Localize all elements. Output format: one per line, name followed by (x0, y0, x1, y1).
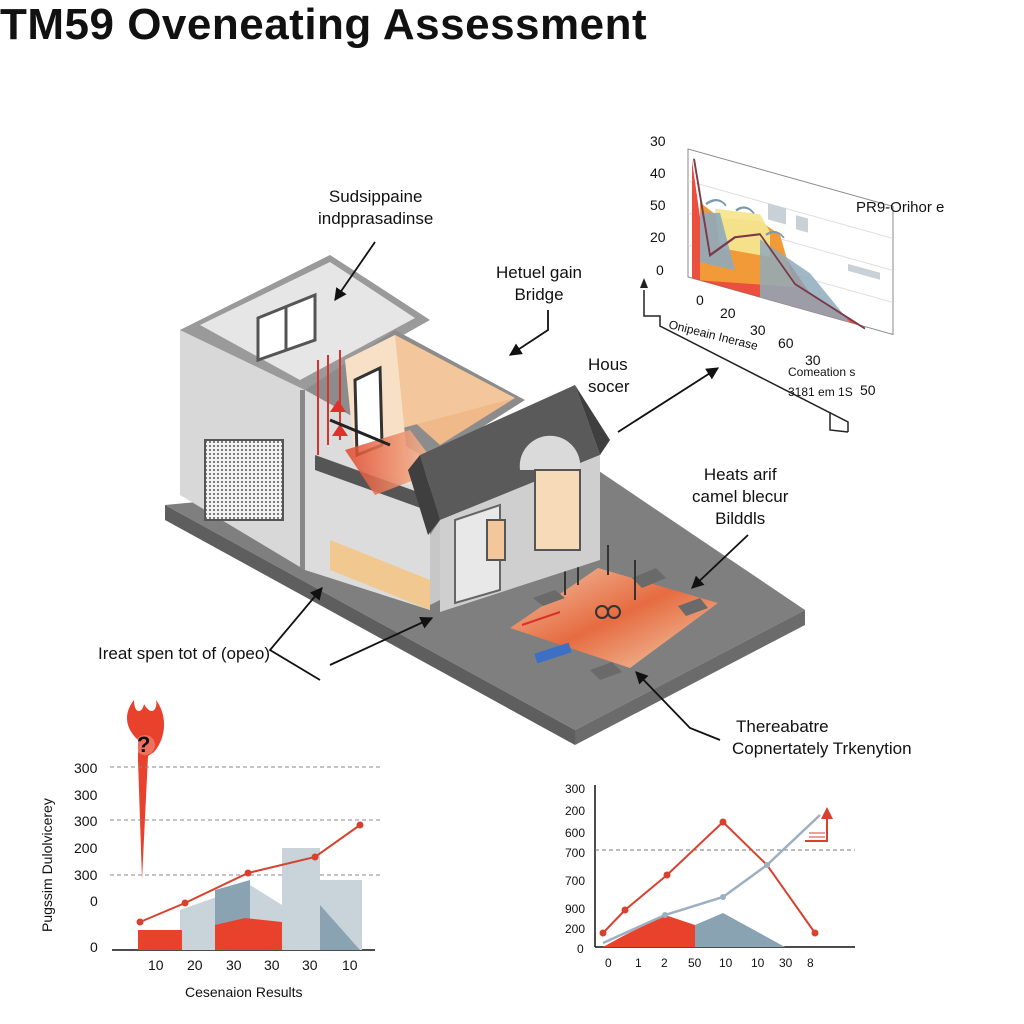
inset-ytick: 40 (650, 165, 666, 181)
bl-xtick: 10 (148, 957, 164, 973)
br-ytick: 0 (577, 942, 584, 956)
callout-hous: Hous socer (588, 354, 630, 398)
inset-xtick: 20 (720, 305, 736, 321)
br-xtick: 30 (779, 956, 793, 970)
callout-heats-line3: Bilddls (715, 509, 766, 528)
br-xticks: 0 1 2 50 10 10 30 8 (605, 956, 814, 970)
bl-ytick: 0 (90, 893, 98, 909)
inset-x-label: Onipeain Inerase (667, 317, 759, 353)
br-ytick: 300 (565, 782, 585, 796)
bl-xtick: 30 (264, 957, 280, 973)
callout-top-left-line2: indpprasadinse (318, 209, 434, 228)
inset-ytick: 0 (656, 262, 664, 278)
callout-top-left: Sudsippaine indpprasadinse (318, 186, 433, 230)
br-xtick: 8 (807, 956, 814, 970)
inset-ytick: 30 (650, 133, 666, 149)
bl-xtick: 10 (342, 957, 358, 973)
callout-therea-line1: Thereabatre (736, 717, 829, 736)
br-ytick: 900 (565, 902, 585, 916)
gable-house (408, 385, 610, 612)
bl-ytick: 300 (74, 787, 98, 803)
callout-therea-line2: Copnertately Trkenytion (732, 739, 912, 758)
bl-xtick: 30 (302, 957, 318, 973)
flame-symbol: ? (137, 732, 150, 757)
callout-heat-gain-line2: Bridge (514, 285, 564, 304)
br-xtick: 10 (751, 956, 765, 970)
callout-treat: Ireat spen tot of (opeo) (98, 644, 270, 663)
callout-heats-line1: Heats arif (703, 465, 777, 484)
bl-yticks: 300 300 300 200 300 0 0 (74, 760, 98, 955)
inset-xticks: 0 20 30 60 30 50 (696, 292, 876, 398)
br-ytick: 200 (565, 922, 585, 936)
callout-top-left-line1: Sudsippaine (328, 187, 423, 206)
br-ytick: 600 (565, 826, 585, 840)
bottom-right-chart: 300 200 600 700 700 900 200 0 0 1 2 50 1… (565, 782, 855, 970)
br-xtick: 1 (635, 956, 642, 970)
callout-hous-line2: socer (588, 377, 630, 396)
callout-heats-line2: camel blecur (692, 487, 789, 506)
br-xtick: 10 (719, 956, 733, 970)
inset-chart: 30 40 50 20 0 0 20 30 60 30 50 Onipeain … (640, 133, 944, 433)
br-xtick: 2 (661, 956, 668, 970)
left-tower (180, 255, 430, 570)
bl-xtick: 20 (187, 957, 203, 973)
callout-heat-gain: Hetuel gain Bridge (496, 262, 582, 306)
bl-xticks: 10 20 30 30 30 10 (148, 957, 358, 973)
br-ytick: 700 (565, 846, 585, 860)
br-ytick: 700 (565, 874, 585, 888)
br-xtick: 0 (605, 956, 612, 970)
bl-ytick: 300 (74, 867, 98, 883)
inset-ytick: 50 (650, 197, 666, 213)
br-xtick: 50 (688, 956, 702, 970)
middle-block (305, 330, 525, 610)
flame-icon (127, 700, 165, 880)
inset-note-line2: 3181 em 1S (788, 385, 853, 399)
inset-xtick: 60 (778, 335, 794, 351)
inset-xtick: 30 (750, 322, 766, 338)
callout-arrows (268, 241, 749, 741)
inset-xtick: 0 (696, 292, 704, 308)
bl-y-label: Pugssim Dulolvicerey (39, 798, 55, 932)
inset-xtick: 30 (805, 352, 821, 368)
bl-ytick: 200 (74, 840, 98, 856)
bl-xtick: 30 (226, 957, 242, 973)
br-yticks: 300 200 600 700 700 900 200 0 (565, 782, 585, 956)
callout-hous-line1: Hous (588, 355, 628, 374)
bl-ytick: 0 (90, 939, 98, 955)
inset-label: PR9-Orihor e (856, 199, 944, 216)
inset-ytick: 20 (650, 229, 666, 245)
callout-therea: Thereabatre Copnertately Trkenytion (732, 716, 912, 760)
bottom-left-chart: ? 300 300 300 200 300 0 0 10 20 30 30 30… (39, 700, 380, 1000)
bl-x-label: Cesenaion Results (185, 984, 303, 1000)
callout-heat-gain-line1: Hetuel gain (496, 263, 583, 282)
callout-heats: Heats arif camel blecur Bilddls (692, 464, 788, 530)
trend-up-arrow-icon (805, 807, 833, 842)
inset-note-line1: Comeation s (788, 365, 855, 379)
bl-ytick: 300 (74, 760, 98, 776)
br-ytick: 200 (565, 804, 585, 818)
page-title: TM59 Oveneating Assessment (0, 0, 648, 49)
bl-ytick: 300 (74, 813, 98, 829)
inset-xtick: 50 (860, 382, 876, 398)
